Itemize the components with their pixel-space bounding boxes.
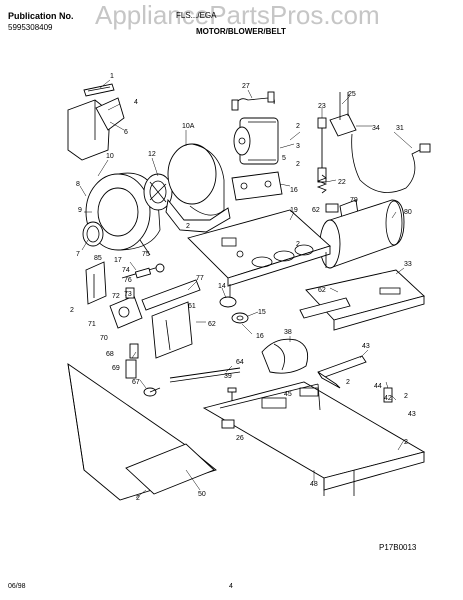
callout-label: 3 — [296, 143, 300, 150]
callout-label: 34 — [372, 125, 380, 132]
callout-label: 38 — [284, 329, 292, 336]
callout-label: 6 — [124, 129, 128, 136]
part-block-26 — [221, 419, 235, 429]
callout-label: 27 — [242, 83, 250, 90]
part-blower-wheel — [143, 173, 173, 211]
callout-label: 75 — [142, 251, 150, 258]
part-rear-duct — [299, 269, 425, 331]
callout-label: 67 — [132, 379, 140, 386]
callout-label: 48 — [310, 481, 318, 488]
publication-number: 5995308409 — [8, 23, 53, 32]
part-motor-mount — [231, 171, 283, 201]
callout-label: 2 — [296, 123, 300, 130]
callout-label: 77 — [196, 275, 204, 282]
callout-label: 62 — [312, 207, 320, 214]
callout-label: 39 — [224, 373, 232, 380]
callout-label: 42 — [384, 395, 392, 402]
callout-label: 73 — [124, 291, 132, 298]
callout-label: 23 — [318, 103, 326, 110]
part-spring — [316, 174, 328, 194]
callout-label: 14 — [218, 283, 226, 290]
callout-label: 1 — [110, 73, 114, 80]
callout-label: 74 — [122, 267, 130, 274]
callout-label: 2 — [296, 161, 300, 168]
callout-label: 10A — [182, 123, 195, 130]
callout-label: 2 — [70, 307, 74, 314]
part-blower-housing-rear — [165, 143, 231, 233]
callout-label: 8 — [76, 181, 80, 188]
part-switch-rod — [317, 117, 327, 183]
part-side-brackets — [317, 355, 393, 403]
callout-label: 19 — [290, 207, 298, 214]
leader-lines — [79, 79, 413, 499]
callout-label: 16 — [290, 187, 298, 194]
callout-label: 64 — [236, 359, 244, 366]
callout-label: 43 — [408, 411, 416, 418]
part-bracket-85 — [85, 261, 107, 305]
callout-label: 12 — [148, 151, 156, 158]
callout-label: 31 — [396, 125, 404, 132]
callout-label: 9 — [78, 207, 82, 214]
callout-label: 25 — [348, 91, 356, 98]
part-motor — [233, 117, 279, 165]
callout-label: 15 — [258, 309, 266, 316]
callout-label: 68 — [106, 351, 114, 358]
callout-label: 33 — [404, 261, 412, 268]
callout-label: 61 — [188, 303, 196, 310]
footer-date: 06/98 — [8, 583, 26, 590]
callout-label: 72 — [112, 293, 120, 300]
callout-label: 10 — [106, 153, 114, 160]
part-wire-harness — [231, 91, 275, 111]
part-stand — [125, 359, 161, 397]
page-number: 4 — [229, 583, 233, 590]
callout-label: 26 — [236, 435, 244, 442]
callout-label: 79 — [350, 197, 358, 204]
callout-label: 17 — [114, 257, 122, 264]
callout-label: 2 — [404, 393, 408, 400]
callout-label: 22 — [338, 179, 346, 186]
model-text: FLS.../EGA — [176, 11, 217, 20]
part-long-bracket — [141, 279, 201, 359]
callout-label: 62 — [318, 287, 326, 294]
publication-label: Publication No. — [8, 11, 74, 21]
callout-labels: 1 4 6 10 10A 12 8 9 7 2 27 2 23 25 34 31… — [70, 73, 416, 502]
callout-label: 2 — [404, 439, 408, 446]
callout-label: 44 — [374, 383, 382, 390]
part-pulley — [219, 296, 249, 324]
section-title: MOTOR/BLOWER/BELT — [196, 27, 286, 36]
part-base-frame — [202, 381, 426, 496]
callout-label: 2 — [346, 379, 350, 386]
callout-label: 2 — [136, 495, 140, 502]
callout-label: 85 — [94, 255, 102, 262]
part-terminal-block — [329, 92, 357, 137]
callout-label: 80 — [404, 209, 412, 216]
callout-label: 16 — [256, 333, 264, 340]
callout-label: 70 — [100, 335, 108, 342]
callout-label: 4 — [134, 99, 138, 106]
diagram-code: P17B0013 — [379, 543, 417, 552]
part-seal-ring — [82, 221, 104, 247]
callout-label: 71 — [88, 321, 96, 328]
callout-label: 43 — [362, 343, 370, 350]
part-lint-strip — [83, 83, 115, 97]
callout-label: 5 — [282, 155, 286, 162]
callout-label: 2 — [186, 223, 190, 230]
callout-label: 7 — [76, 251, 80, 258]
part-idler-arm — [121, 263, 165, 279]
callout-label: 76 — [124, 277, 132, 284]
callout-label: 45 — [284, 391, 292, 398]
callout-label: 62 — [208, 321, 216, 328]
callout-label: 50 — [198, 491, 206, 498]
part-base-plate — [187, 209, 331, 300]
part-hose — [261, 338, 309, 374]
callout-label: 69 — [112, 365, 120, 372]
callout-label: 2 — [296, 241, 300, 248]
part-idler-assembly — [109, 287, 143, 359]
part-duct — [67, 97, 125, 161]
part-power-cord — [351, 133, 431, 193]
part-front-panel — [67, 363, 217, 501]
watermark: AppliancePartsPros.com — [95, 0, 380, 30]
